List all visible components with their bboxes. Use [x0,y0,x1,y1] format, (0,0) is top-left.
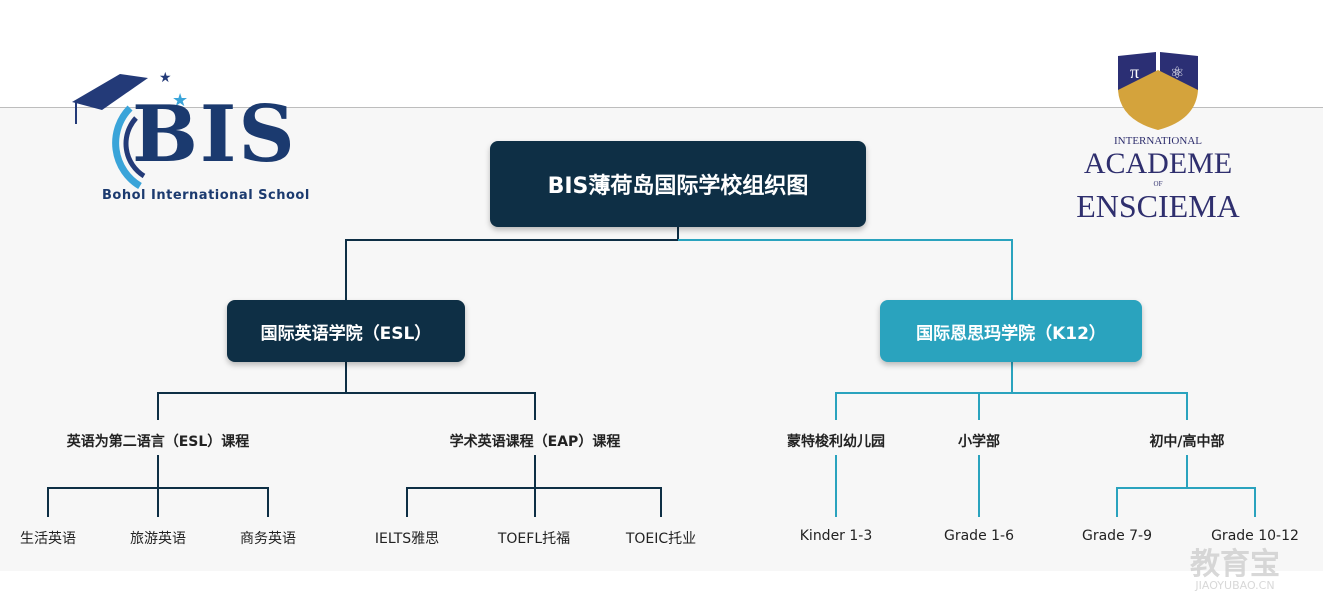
watermark-en: JIAOYUBAO.CN [1195,579,1275,592]
esl-node: 国际英语学院（ESL） [227,300,465,362]
bis-logo-text: BIS [132,89,297,180]
bis-logo: ★ ★ BIS Bohol International School [70,68,310,208]
course-item: TOEIC托业 [625,531,697,547]
course-item: IELTS雅思 [374,531,440,547]
chart-title: BIS薄荷岛国际学校组织图 [547,174,809,199]
svg-text:⚛: ⚛ [1170,65,1184,82]
academe-line1: INTERNATIONAL [1114,135,1202,147]
graduation-cap-icon: ★ ★ [72,70,188,190]
program-esl: 英语为第二语言（ESL）课程 [66,434,250,450]
svg-text:π: π [1130,62,1139,82]
grade-item: Kinder 1-3 [799,528,873,544]
academe-line4: ENSCIEMA [1076,188,1240,224]
course-item: 旅游英语 [130,531,186,547]
svg-text:★: ★ [159,70,172,86]
academe-line2: ACADEME [1083,147,1233,180]
svg-text:★: ★ [172,90,188,111]
academe-line3: OF [1153,180,1163,188]
esl-label: 国际英语学院（ESL） [260,323,432,344]
division-secondary: 初中/高中部 [1149,434,1225,450]
watermark-cn: 教育宝 [1190,547,1280,582]
course-item: 生活英语 [20,531,76,547]
division-kindergarten: 蒙特梭利幼儿园 [787,434,885,450]
program-eap: 学术英语课程（EAP）课程 [449,434,621,450]
watermark: 教育宝 JIAOYUBAO.CN [1190,550,1280,592]
course-item: 商务英语 [240,531,296,547]
grade-item: Grade 10-12 [1211,528,1299,544]
k12-node: 国际恩思玛学院（K12） [880,300,1142,362]
k12-label: 国际恩思玛学院（K12） [916,323,1106,344]
grade-item: Grade 1-6 [944,528,1014,544]
bis-logo-subtitle: Bohol International School [102,188,310,203]
academe-logo: π⚛ INTERNATIONAL ACADEME OF ENSCIEMA [1058,50,1258,225]
crest-icon: π⚛ [1118,52,1198,130]
root-node: BIS薄荷岛国际学校组织图 [490,141,866,227]
division-primary: 小学部 [958,434,1000,450]
grade-item: Grade 7-9 [1082,528,1152,544]
course-item: TOEFL托福 [497,531,571,547]
